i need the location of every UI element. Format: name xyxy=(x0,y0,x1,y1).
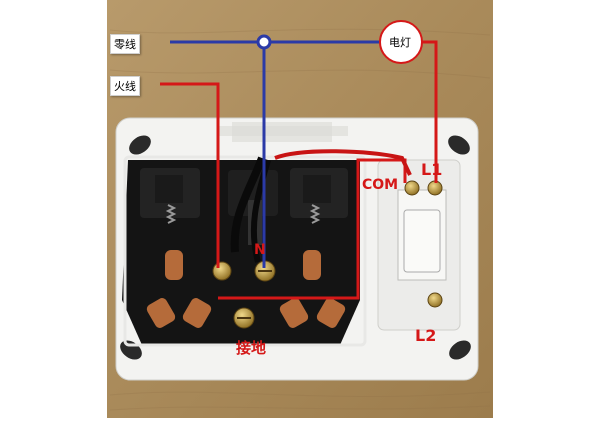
mounting-holes xyxy=(120,135,471,360)
copper-contacts xyxy=(146,250,346,328)
l1-terminal-label: L1 xyxy=(421,160,443,179)
switch-rocker xyxy=(403,209,441,273)
ground-terminal-label: 接地 xyxy=(236,339,267,357)
neutral-junction xyxy=(256,34,272,50)
red-insulated-wire xyxy=(274,149,412,176)
switch-screw-com xyxy=(404,180,420,196)
lamp-label: 电灯 xyxy=(389,36,411,49)
live-wire-label: 火线 xyxy=(110,76,140,96)
l2-terminal-label: L2 xyxy=(415,326,437,345)
n-terminal-label: N xyxy=(254,242,266,258)
terminal-blocks xyxy=(140,168,348,245)
cable-bundle xyxy=(230,156,266,253)
plate-top-tab xyxy=(218,126,348,136)
socket-frame xyxy=(123,155,367,347)
neutral-wire xyxy=(170,40,384,268)
com-terminal-label: COM xyxy=(362,177,399,193)
lamp-circle xyxy=(379,20,423,64)
switch-screw-l2 xyxy=(427,292,443,308)
switch-screw-l1 xyxy=(427,180,443,196)
neutral-wire-label: 零线 xyxy=(110,34,140,54)
